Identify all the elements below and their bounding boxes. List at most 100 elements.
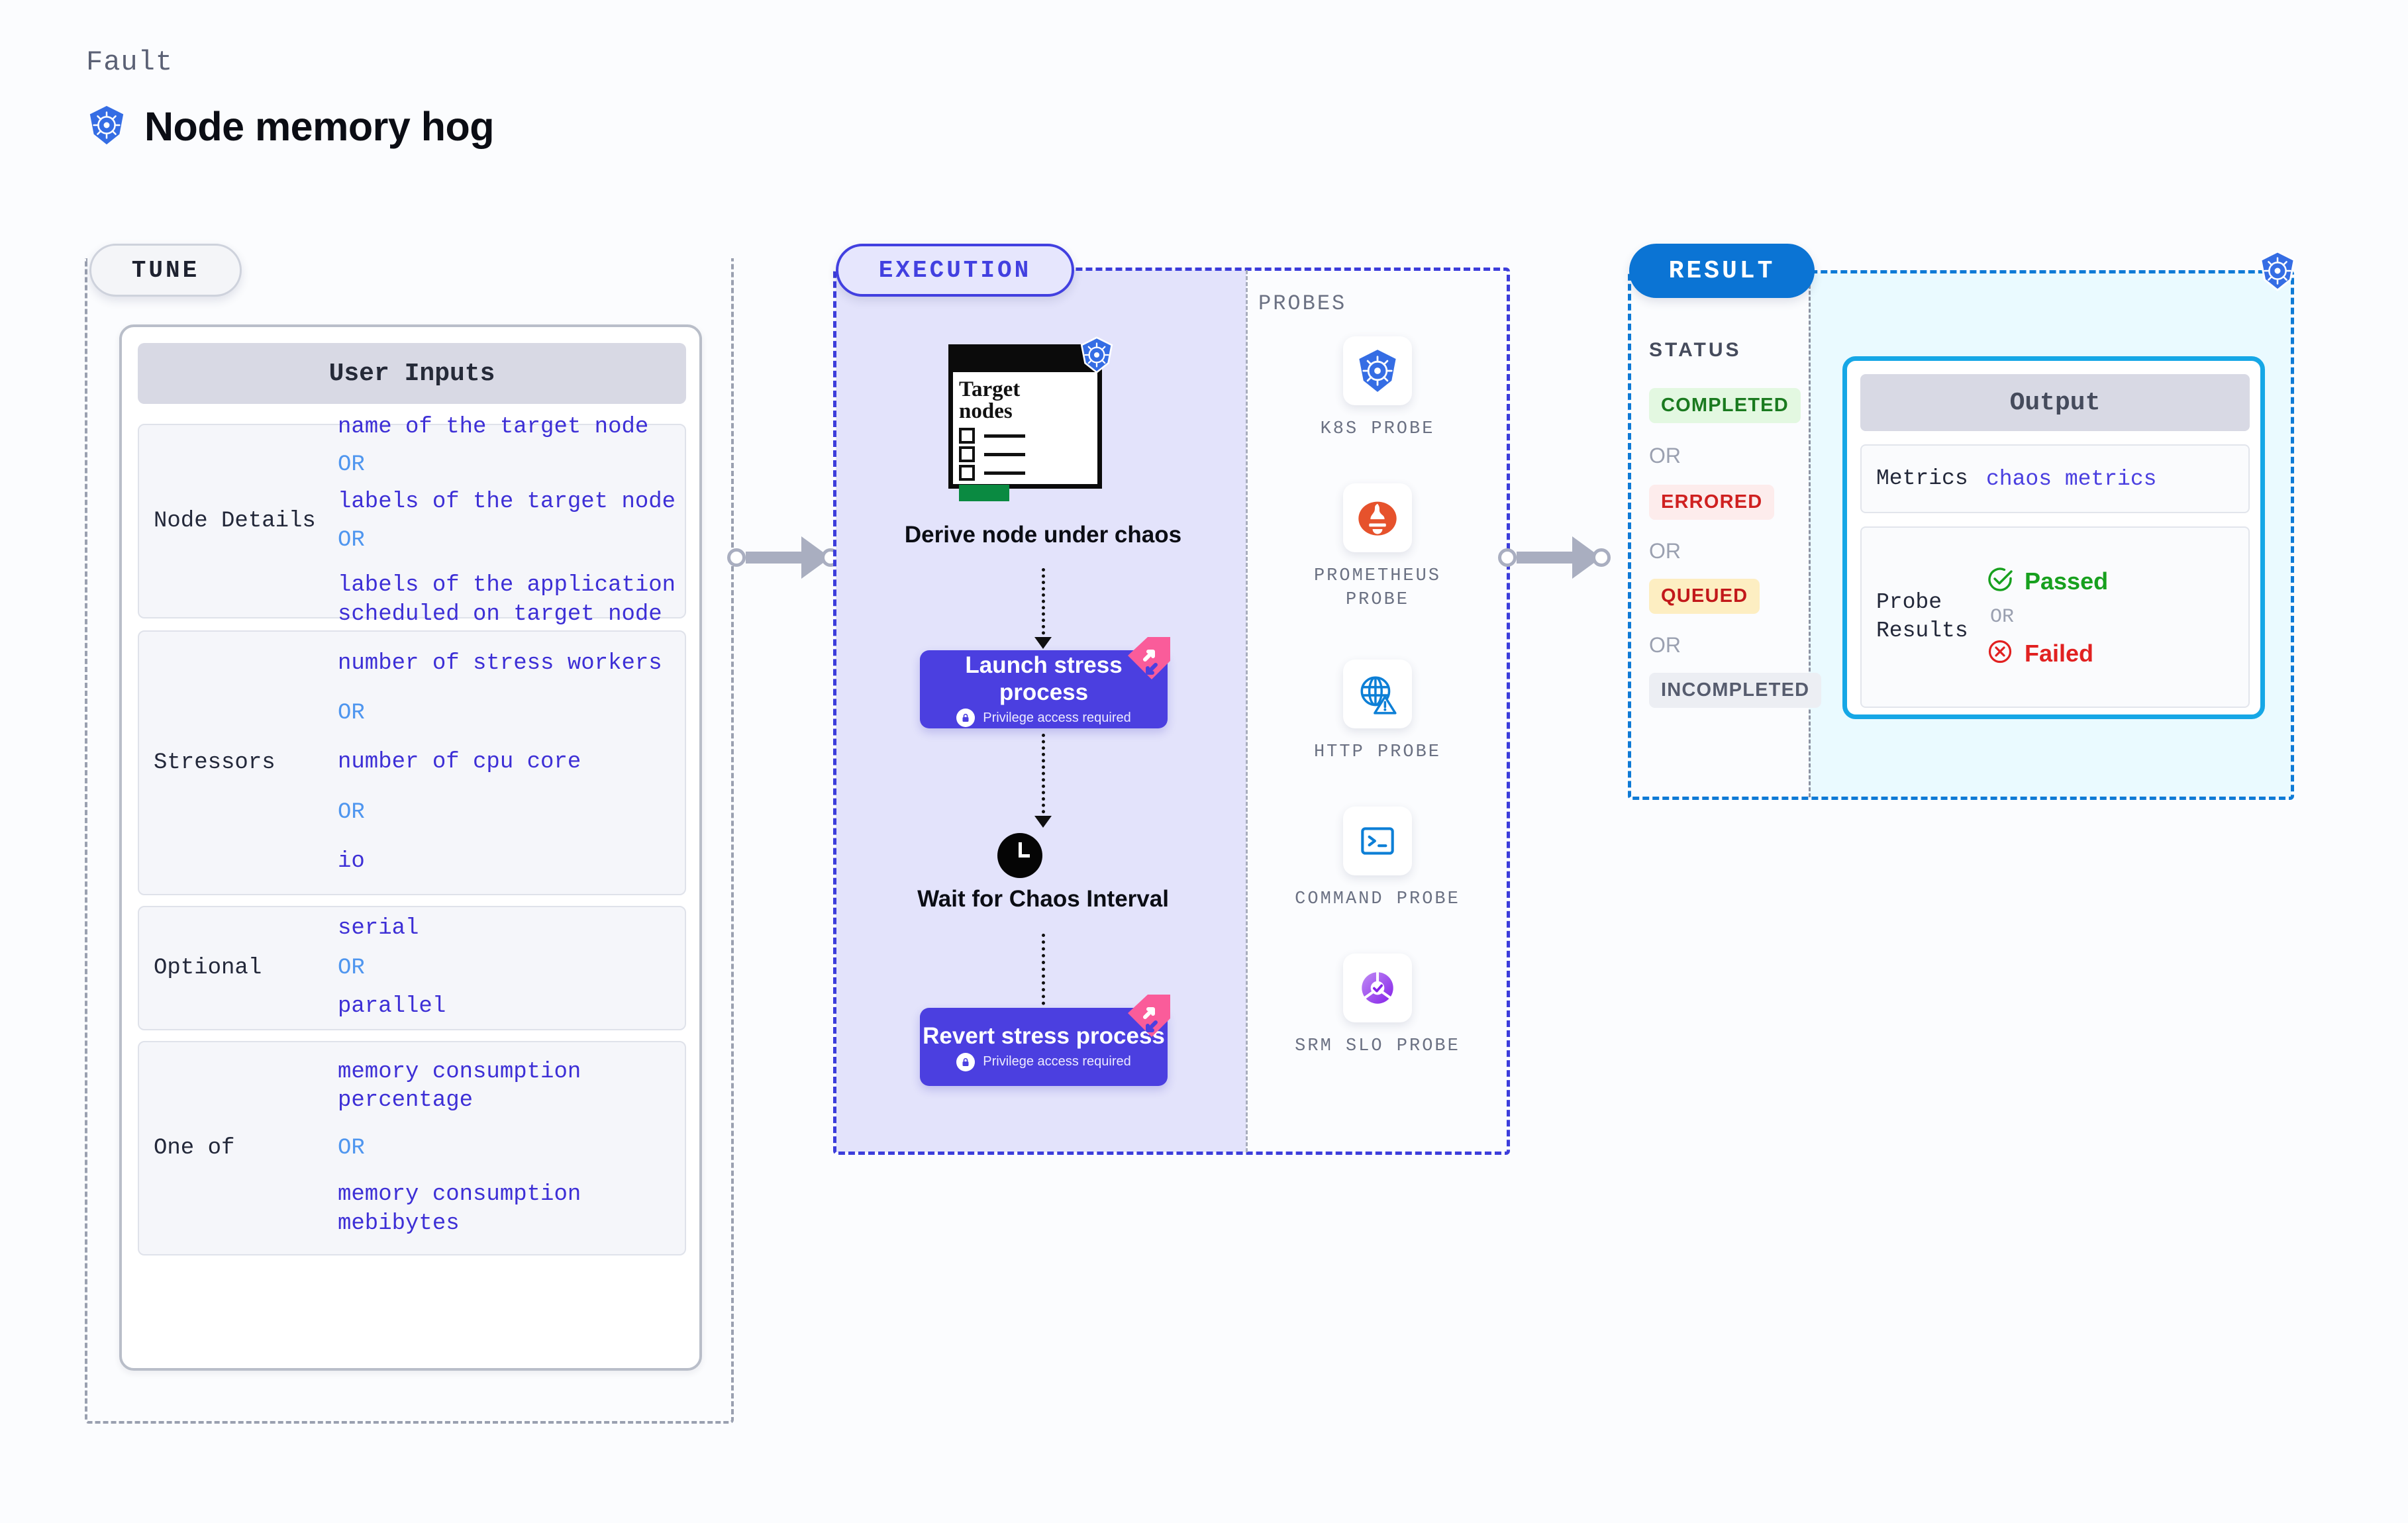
status-separator: OR	[1649, 633, 1681, 657]
status-badge-incompleted: INCOMPLETED	[1649, 673, 1822, 708]
output-probe-results-row[interactable]: Probe Results Passed OR Failed	[1860, 526, 2250, 708]
terminal-icon	[1343, 807, 1412, 875]
privileged-corner-badge	[1125, 636, 1174, 688]
target-nodes-title-line1: Target	[959, 377, 1021, 401]
input-value: labels of the target node	[338, 489, 676, 515]
status-badge-completed: COMPLETED	[1649, 388, 1801, 423]
check-circle-icon	[1986, 565, 2014, 597]
step-launch-stress-process[interactable]: Launch stress process Privilege access r…	[920, 637, 1170, 728]
input-value: memory consumption mebibytes	[338, 1182, 581, 1236]
privilege-note-text: Privilege access required	[983, 710, 1131, 725]
flow-arrow	[1042, 934, 1045, 1012]
target-nodes-title: Target nodes	[959, 379, 1020, 422]
input-group-one-of[interactable]: One of memory consumption percentage OR …	[138, 1041, 686, 1255]
tune-dashed-boundary	[85, 258, 734, 1424]
output-metrics-value: chaos metrics	[1986, 466, 2157, 491]
connector-dot	[1498, 548, 1517, 567]
input-value: labels of the application scheduled on t…	[338, 573, 676, 627]
lock-icon	[956, 1052, 976, 1071]
probe-result-failed-text: Failed	[2025, 639, 2094, 667]
probe-k8s[interactable]: K8S PROBE	[1291, 336, 1464, 441]
step-title: Revert stress process	[923, 1023, 1165, 1050]
output-probe-results-label: Probe Results	[1876, 590, 1968, 643]
input-group-label: Node Details	[154, 509, 316, 534]
step-label-derive-node: Derive node under chaos	[904, 522, 1182, 548]
input-value: io	[338, 848, 365, 874]
step-label-wait-for-chaos-interval: Wait for Chaos Interval	[917, 886, 1169, 912]
kubernetes-icon	[1343, 336, 1412, 405]
clock-icon	[997, 833, 1042, 878]
user-inputs-card: User Inputs Node Details name of the tar…	[119, 324, 702, 1371]
probe-result-separator: OR	[1990, 606, 2015, 628]
connector-dot	[1592, 548, 1611, 567]
target-nodes-illustration: Target nodes	[948, 336, 1113, 501]
probe-result-passed: Passed	[1986, 565, 2108, 597]
probe-label: K8S PROBE	[1320, 419, 1435, 439]
flow-arrowhead	[1034, 816, 1052, 828]
probe-http[interactable]: HTTP PROBE	[1291, 660, 1464, 764]
input-value: name of the target node	[338, 414, 649, 440]
input-separator: OR	[338, 1136, 365, 1161]
input-group-node-details[interactable]: Node Details name of the target node OR …	[138, 415, 686, 627]
input-value: number of stress workers	[338, 650, 662, 676]
probe-result-passed-text: Passed	[2025, 567, 2109, 595]
globe-alert-icon	[1343, 660, 1412, 728]
connector-line	[1517, 552, 1572, 564]
tune-section-pill: TUNE	[89, 244, 242, 297]
kubernetes-icon	[1078, 336, 1115, 377]
placeholder-line	[984, 434, 1025, 438]
input-group-optional[interactable]: Optional serial OR parallel	[138, 906, 686, 1030]
status-label: STATUS	[1649, 339, 1742, 361]
privilege-note: Privilege access required	[956, 709, 1131, 728]
probe-label: COMMAND PROBE	[1295, 889, 1460, 909]
target-nodes-titlebar	[948, 344, 1102, 372]
fault-title-row: Node memory hog	[86, 103, 495, 150]
x-circle-icon	[1986, 638, 2014, 669]
execution-dashed-boundary	[833, 268, 1510, 1155]
flow-arrow	[1042, 568, 1045, 641]
checkbox-icon	[959, 428, 975, 444]
output-metrics-row[interactable]: Metrics chaos metrics	[1860, 444, 2250, 513]
input-group-stressors[interactable]: Stressors number of stress workers OR nu…	[138, 630, 686, 895]
kubernetes-icon	[86, 105, 127, 149]
input-value: memory consumption percentage	[338, 1059, 581, 1114]
execution-section-pill: EXECUTION	[836, 244, 1074, 297]
page-header: Fault Node memory hog	[86, 46, 495, 150]
output-card-title: Output	[1860, 374, 2250, 431]
status-badge-errored: ERRORED	[1649, 485, 1775, 520]
probe-label: PROMETHEUS PROBE	[1313, 566, 1442, 611]
execution-probes-divider	[1246, 270, 1248, 1152]
prometheus-icon	[1343, 483, 1412, 552]
checkbox-icon	[959, 446, 975, 462]
output-metrics-label: Metrics	[1876, 466, 1968, 491]
status-separator: OR	[1649, 444, 1681, 467]
user-inputs-title: User Inputs	[138, 343, 686, 404]
probe-label: HTTP PROBE	[1313, 742, 1442, 762]
checkbox-icon	[959, 465, 975, 481]
kubernetes-icon	[2257, 250, 2298, 295]
probe-srm-slo[interactable]: SRM SLO PROBE	[1291, 954, 1464, 1058]
input-group-label: Stressors	[154, 750, 276, 775]
target-nodes-title-line2: nodes	[959, 399, 1013, 423]
input-group-label: One of	[154, 1136, 235, 1161]
privilege-note: Privilege access required	[956, 1052, 1131, 1071]
status-badge-queued: QUEUED	[1649, 579, 1760, 614]
input-separator: OR	[338, 452, 365, 478]
status-separator: OR	[1649, 539, 1681, 563]
probes-label: PROBES	[1258, 291, 1347, 316]
lock-icon	[956, 709, 976, 728]
result-section-pill: RESULT	[1629, 244, 1815, 298]
result-status-divider	[1809, 273, 1811, 797]
input-value: parallel	[338, 994, 446, 1019]
flow-arrowhead	[1034, 637, 1052, 649]
probe-result-failed: Failed	[1986, 638, 2108, 669]
connector-dot	[727, 548, 746, 567]
step-title: Launch stress process	[965, 652, 1123, 705]
page-title: Node memory hog	[144, 104, 495, 149]
flow-arrow	[1042, 734, 1045, 820]
input-separator: OR	[338, 701, 365, 726]
step-revert-stress-process[interactable]: Revert stress process Privilege access r…	[920, 995, 1170, 1086]
probe-prometheus[interactable]: PROMETHEUS PROBE	[1291, 483, 1464, 613]
probe-command[interactable]: COMMAND PROBE	[1291, 807, 1464, 911]
input-separator: OR	[338, 528, 365, 553]
